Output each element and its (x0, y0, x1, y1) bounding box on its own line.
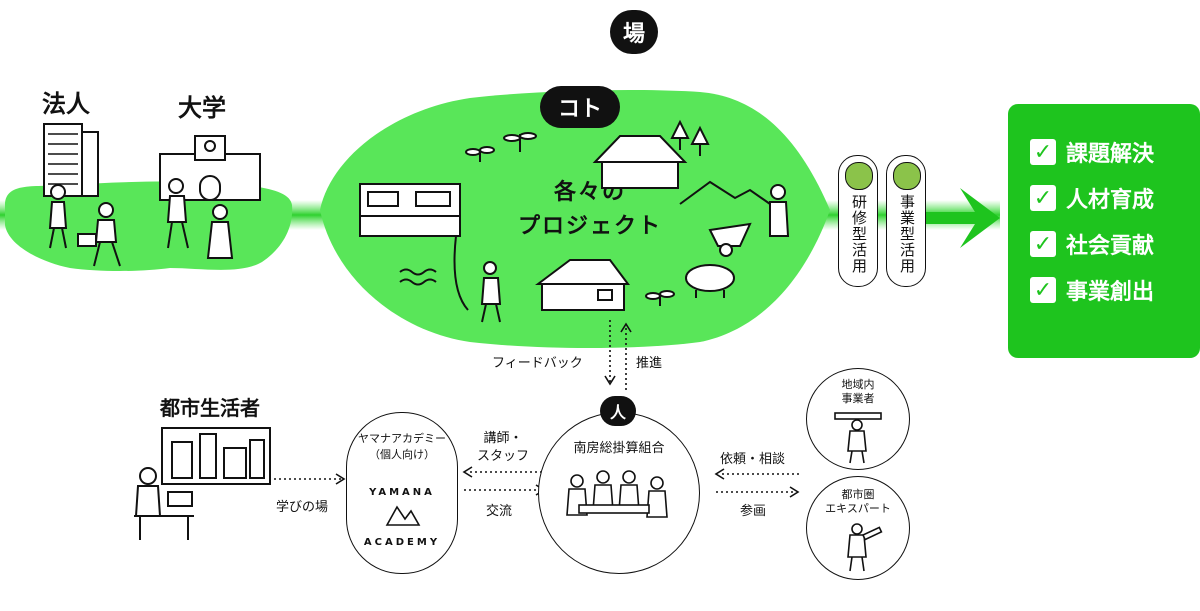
request-label: 依頼・相談 (720, 452, 786, 467)
cooperative-name: 南房総掛算組合 (573, 441, 665, 456)
koto-badge: コト (540, 86, 620, 128)
business-tab-label: 事業型活用 (898, 194, 916, 274)
corporate-label: 法人 (42, 90, 90, 118)
top-label: 場 (622, 22, 645, 47)
local-business-circle: 地域内 事業者 (806, 368, 910, 470)
local-business-line2: 事業者 (841, 392, 875, 405)
urban-expert-line2: エキスパート (825, 502, 891, 515)
sprout-small-icon (645, 290, 675, 306)
left-illustrations (43, 123, 261, 267)
tree-icon (670, 119, 710, 156)
arrow-up-icon (620, 322, 632, 333)
academy-logo-icon (385, 505, 421, 526)
checkbox-icon: ✓ (1030, 231, 1056, 257)
boar-icon (685, 264, 735, 298)
top-label-badge: 場 (610, 10, 658, 54)
exchange-label: 交流 (486, 504, 513, 519)
urban-expert-circle: 都市圏 エキスパート (806, 476, 910, 580)
result-item: ✓ 社会貢献 (1030, 228, 1200, 260)
result-label: 人材育成 (1066, 188, 1155, 213)
farmhouse-icon (592, 135, 688, 189)
feedback-label: フィードバック (492, 356, 583, 371)
worker-carrying-icon (834, 412, 882, 464)
academy-name: ヤマナアカデミー (358, 432, 446, 445)
result-item: ✓ 事業創出 (1030, 274, 1200, 306)
arrow-right-icon (789, 486, 800, 498)
cooperative-circle: 南房総掛算組合 (538, 412, 700, 574)
arrow-down-icon (604, 375, 616, 386)
result-item: ✓ 課題解決 (1030, 136, 1200, 168)
center-title: 各々の プロジェクト (495, 176, 685, 244)
laptop-icon (167, 491, 193, 507)
academy-logo-bottom: ACADEMY (363, 537, 441, 548)
promotion-label: 推進 (636, 356, 663, 371)
tab-training-use: 研修型活用 (838, 155, 878, 287)
result-label: 課題解決 (1066, 142, 1155, 167)
project-illustrations (359, 119, 790, 323)
instructor-line1: 講師・ (483, 431, 523, 446)
result-item: ✓ 人材育成 (1030, 182, 1200, 214)
academy-subtitle: （個人向け） (369, 448, 435, 461)
urban-resident-illustration (134, 427, 271, 540)
business-tab-icon (893, 162, 921, 190)
academy-arrows (462, 466, 546, 496)
sprout-icon (465, 132, 537, 162)
instructor-line2: スタッフ (476, 449, 529, 464)
academy-logo-top: YAMANA (369, 487, 435, 498)
learning-arrow (274, 473, 346, 485)
people-label: 人 (609, 403, 626, 422)
water-waves-icon (399, 268, 437, 286)
shop-building-icon (359, 183, 461, 237)
result-label: 社会貢献 (1066, 234, 1155, 259)
instructor-staff-label: 講師・ スタッフ (476, 430, 530, 466)
urban-expert-line1: 都市圏 (841, 488, 875, 501)
arrow-left-icon (462, 466, 473, 478)
person-icon (139, 467, 157, 485)
office-building-icon (43, 123, 99, 197)
tab-business-use: 事業型活用 (886, 155, 926, 287)
training-tab-icon (845, 162, 873, 190)
expert-person-icon (847, 523, 883, 572)
checkbox-icon: ✓ (1030, 139, 1056, 165)
urban-residents-label: 都市生活者 (160, 396, 260, 420)
results-box: ✓ 課題解決 ✓ 人材育成 ✓ 社会貢献 ✓ 事業創出 (1008, 104, 1200, 358)
vertical-arrows (604, 320, 632, 390)
fishing-person-icon (453, 235, 502, 323)
university-building-icon (159, 135, 261, 201)
expert-arrows (714, 468, 800, 498)
mountain-icon (679, 180, 771, 205)
academy-circle: ヤマナアカデミー （個人向け） YAMANA ACADEMY (346, 412, 458, 574)
learning-place-label: 学びの場 (276, 500, 329, 515)
arrow-left-icon (714, 468, 725, 480)
farmer-wheelbarrow-icon (708, 184, 790, 257)
result-label: 事業創出 (1066, 280, 1155, 305)
flow-arrow-icon (920, 188, 1000, 248)
student-people-icon (166, 178, 234, 259)
training-tab-label: 研修型活用 (850, 194, 868, 274)
university-label: 大学 (178, 94, 226, 122)
people-badge: 人 (600, 396, 636, 426)
checkbox-icon: ✓ (1030, 185, 1056, 211)
group-people-icon (566, 470, 668, 518)
local-business-line1: 地域内 (841, 378, 875, 391)
corporate-people-icon (48, 184, 121, 267)
arrow-right-icon (335, 473, 346, 485)
participation-label: 参画 (740, 504, 767, 519)
checkbox-icon: ✓ (1030, 277, 1056, 303)
house-icon (535, 259, 630, 311)
center-title-line2: プロジェクト (517, 214, 662, 239)
koto-label: コト (557, 97, 602, 122)
